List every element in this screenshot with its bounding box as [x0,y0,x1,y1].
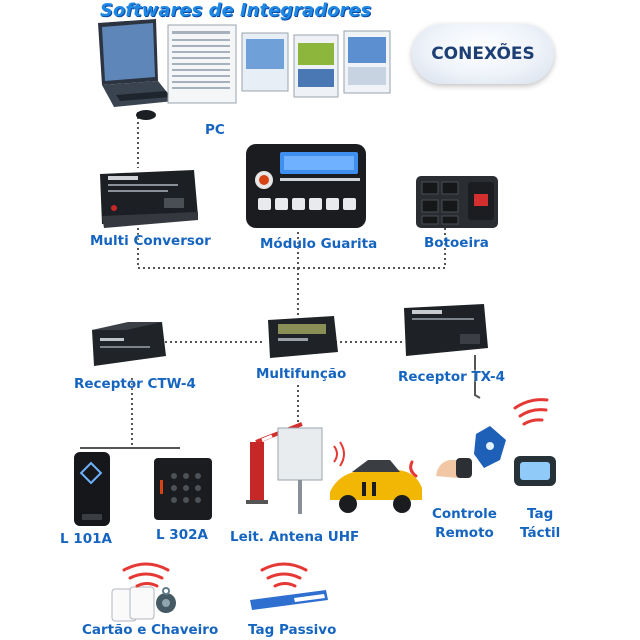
label-multi-conversor: Multi Conversor [90,233,211,249]
botoeira-device-icon [416,176,498,228]
receptor-ctw4-device-icon [92,322,166,366]
cartao-chaveiro-icon [111,586,176,622]
modulo-guarita-device-icon [246,144,366,228]
label-pc: PC [205,122,225,138]
label-controle-remoto-line1: Controle [432,506,497,522]
label-tag-tactil: Tag Táctil [520,505,560,543]
l302a-keypad-reader-icon [154,458,212,520]
label-controle-remoto: Controle Remoto [432,505,497,543]
badge-label: CONEXÕES [431,44,535,64]
label-botoeira: Botoeira [424,235,489,251]
label-tag-passivo: Tag Passivo [248,622,337,638]
conexoes-badge: CONEXÕES [412,24,554,84]
label-cartao-chaveiro: Cartão e Chaveiro [82,622,219,638]
multifuncao-device-icon [268,316,338,358]
antena-uhf-scene-icon [246,422,422,514]
link-bus-top [137,228,446,269]
controle-remoto-icon [436,426,506,478]
label-tag-tactil-line2: Táctil [520,525,561,541]
l101a-reader-icon [74,452,110,526]
tag-tactil-icon [514,456,556,486]
page-title: Softwares de Integradores [100,0,372,21]
link-tx4-antenna [474,355,481,399]
label-l302a: L 302A [156,527,208,543]
label-l101a: L 101A [60,531,112,547]
multi-conversor-device-icon [100,170,198,228]
label-leit-antena-uhf: Leit. Antena UHF [230,529,360,545]
label-tag-tactil-line1: Tag [527,506,554,522]
label-receptor-tx4: Receptor TX-4 [398,369,505,385]
label-multifuncao: Multifunção [256,366,347,382]
label-modulo-guarita: Módulo Guarita [260,236,378,252]
tag-passivo-icon [250,590,328,610]
label-controle-remoto-line2: Remoto [435,525,494,541]
pc-laptop-icon [98,19,391,120]
label-receptor-ctw4: Receptor CTW-4 [74,376,196,392]
receptor-tx4-device-icon [404,304,488,356]
